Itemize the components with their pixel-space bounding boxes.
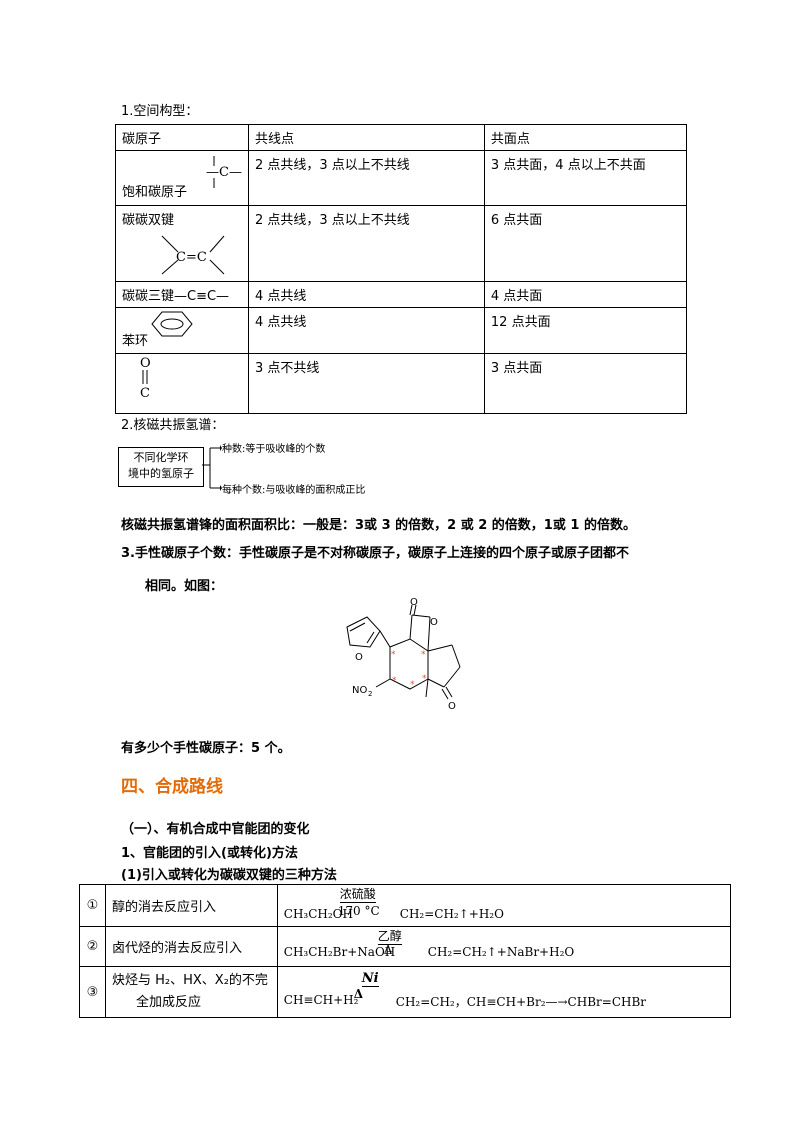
reaction-condition-bottom: Δ (353, 987, 364, 1001)
section4-title: 四、合成路线 (121, 777, 223, 797)
nmr-count-text: 种数:等于吸收峰的个数 (222, 444, 326, 455)
cell-coplanar: 12 点共面 (483, 307, 688, 354)
svg-text:O: O (355, 652, 363, 663)
no2-label: NO (352, 685, 367, 696)
chiral-star: * (410, 680, 415, 690)
chiral-line2: 相同。如图： (145, 579, 224, 594)
section4-sub1: （一）、有机合成中官能团的变化 (121, 822, 310, 837)
cell-collinear: 3 点不共线 (248, 353, 485, 414)
nmr-box-line1: 不同化学环 (133, 451, 189, 464)
reaction-condition-bottom: Δ (383, 943, 393, 957)
cell-coplanar: 3 点共面 (483, 353, 688, 414)
svg-text:O: O (410, 597, 418, 608)
reaction-left: CH≡CH+H₂ (283, 993, 359, 1007)
carbonyl-c: C (140, 386, 150, 401)
structure-table: 碳原子 共线点 共面点 —C— 饱和碳原子 2 点共线，3 点以上不共线 3 点… (115, 124, 688, 414)
nmr-area-text: 每种个数:与吸收峰的面积成正比 (222, 485, 366, 496)
chiral-star: * (422, 674, 427, 684)
methods-table: ① 醇的消去反应引入 CH₃CH₂OH 浓硫酸 170 °C CH₂=CH₂↑+… (79, 884, 732, 1018)
chiral-star: * (392, 676, 397, 686)
table-row: 苯环 4 点共线 12 点共面 (115, 307, 688, 354)
table-row: ① 醇的消去反应引入 CH₃CH₂OH 浓硫酸 170 °C CH₂=CH₂↑+… (79, 884, 732, 927)
method-num: ① (79, 884, 106, 927)
table-row: O C 3 点不共线 3 点共面 (115, 353, 688, 414)
method-name-line1: 炔烃与 H₂、HX、X₂的不完 (111, 973, 268, 988)
header-carbon: 碳原子 (115, 124, 249, 151)
cell-coplanar: 6 点共面 (483, 205, 688, 282)
carbonyl-bond (142, 370, 148, 384)
section1-heading: 1.空间构型： (121, 104, 199, 119)
section4-sub2: 1、官能团的引入(或转化)方法 (121, 846, 298, 861)
carbonyl-o: O (140, 356, 151, 371)
chiral-line1: 3.手性碳原子个数：手性碳原子是不对称碳原子，碳原子上连接的四个原子或原子团都不 (121, 546, 629, 561)
reaction-right: CH₂=CH₂，CH≡CH+Br₂—→CHBr=CHBr (395, 995, 647, 1009)
reaction-condition-top: 乙醇 (377, 929, 402, 945)
section2-heading: 2.核磁共振氢谱： (121, 418, 225, 433)
reaction-left: CH₃CH₂Br+NaOH (283, 945, 396, 959)
reaction-right: CH₂=CH₂↑+NaBr+H₂O (427, 945, 575, 959)
cell-collinear: 4 点共线 (248, 307, 485, 354)
double-bond-label: 碳碳双键 (122, 213, 175, 228)
nmr-box: 不同化学环 境中的氢原子 (118, 447, 204, 487)
table-row: ② 卤代烃的消去反应引入 CH₃CH₂Br+NaOH 乙醇 Δ CH₂=CH₂↑… (79, 926, 732, 967)
method-num: ② (79, 926, 106, 967)
svg-text:C=C: C=C (176, 250, 207, 265)
nmr-ratio-text: 核磁共振氢谱锋的面积面积比：一般是：3或 3 的倍数，2 或 2 的倍数，1或 … (121, 518, 636, 533)
nmr-box-line2: 境中的氢原子 (128, 467, 194, 480)
section4-sub3: (1)引入或转化为碳碳双键的三种方法 (121, 868, 337, 883)
benzene-ring-diagram (151, 311, 193, 337)
table-row: ③ 炔烃与 H₂、HX、X₂的不完 全加成反应 CH≡CH+H₂ Ni Δ CH… (79, 966, 732, 1018)
header-collinear: 共线点 (248, 124, 485, 151)
cell-collinear: 2 点共线，3 点以上不共线 (248, 205, 485, 282)
svg-text:O: O (448, 701, 456, 712)
nmr-branch-arrows (202, 445, 222, 491)
cell-collinear: 4 点共线 (248, 281, 485, 308)
table-row: 碳碳三键—C≡C— 4 点共线 4 点共面 (115, 281, 688, 308)
no2-subscript: 2 (368, 690, 372, 698)
chiral-molecule-diagram: O O O O NO 2 * * * * * (346, 597, 461, 712)
table-row: 碳碳双键 C=C 2 点共线，3 点以上不共线 6 点共面 (115, 205, 688, 282)
svg-text:O: O (430, 617, 438, 628)
table-row: —C— 饱和碳原子 2 点共线，3 点以上不共线 3 点共面，4 点以上不共面 (115, 150, 688, 206)
method-name: 醇的消去反应引入 (104, 884, 278, 927)
chiral-star: * (391, 650, 396, 660)
header-coplanar: 共面点 (483, 124, 688, 151)
saturated-carbon-diagram: —C— (206, 156, 242, 188)
cell-collinear: 2 点共线，3 点以上不共线 (248, 150, 485, 206)
reaction-condition-bottom: 170 °C (337, 904, 380, 918)
chiral-star: * (421, 650, 426, 660)
benzene-label: 苯环 (122, 334, 149, 349)
reaction-condition-top: Ni (361, 971, 379, 987)
reaction-right: CH₂=CH₂↑+H₂O (399, 907, 504, 921)
reaction-condition-top: 浓硫酸 (339, 887, 376, 903)
triple-bond-label: 碳碳三键—C≡C— (115, 281, 249, 308)
svg-text:—C—: —C— (206, 165, 242, 180)
method-name-line2: 全加成反应 (135, 995, 201, 1010)
table-header-row: 碳原子 共线点 共面点 (115, 124, 688, 151)
reaction-left: CH₃CH₂OH (283, 907, 353, 921)
saturated-carbon-label: 饱和碳原子 (122, 185, 188, 200)
double-bond-diagram: C=C (161, 235, 225, 275)
method-num: ③ (79, 966, 106, 1018)
chiral-answer: 有多少个手性碳原子：5 个。 (121, 741, 291, 756)
cell-coplanar: 3 点共面，4 点以上不共面 (483, 150, 688, 206)
method-name: 卤代烃的消去反应引入 (104, 926, 278, 967)
cell-coplanar: 4 点共面 (483, 281, 688, 308)
